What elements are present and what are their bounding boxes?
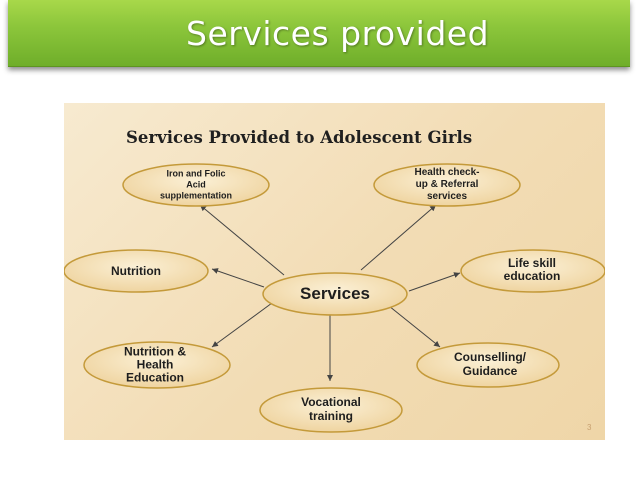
ellipse-center: [262, 272, 408, 316]
node-nhe-label: Nutrition & Health Education: [124, 344, 186, 385]
slide-title: Services provided: [186, 14, 490, 53]
diagram-graphics: [64, 163, 605, 433]
slide-title-bar: Services provided: [8, 0, 630, 67]
node-lifeskill-label: Life skill education: [503, 256, 561, 283]
arrow-to-iron: [199, 204, 285, 276]
node-iron-label: Iron and Folic Acid supplementation: [159, 168, 233, 201]
ellipse-health: [373, 163, 521, 207]
services-diagram: Services Provided to Adolescent Girls Ir…: [64, 103, 605, 440]
node-nutrition-label: Nutrition: [111, 264, 161, 278]
ellipse-counselling: [416, 342, 560, 388]
ellipse-vocational: [259, 387, 403, 433]
ellipse-nutrition: [64, 249, 209, 293]
diagram-heading: Services Provided to Adolescent Girls: [126, 128, 473, 147]
center-label: Services: [300, 284, 370, 303]
arrow-to-nhe: [211, 302, 273, 348]
ellipse-lifeskill: [460, 249, 605, 293]
arrow-to-lifeskill: [408, 272, 461, 292]
arrow-to-nutrition: [211, 268, 265, 288]
arrow-to-health: [360, 204, 437, 271]
ellipse-iron: [122, 163, 270, 207]
node-health-label: Health check- up & Referral services: [414, 167, 480, 202]
arrow-to-counselling: [388, 305, 441, 348]
page-number: 3: [587, 423, 592, 432]
node-vocational-label: Vocational training: [301, 395, 361, 423]
ellipse-nhe: [83, 341, 231, 389]
node-counselling-label: Counselling/ Guidance: [454, 350, 526, 378]
